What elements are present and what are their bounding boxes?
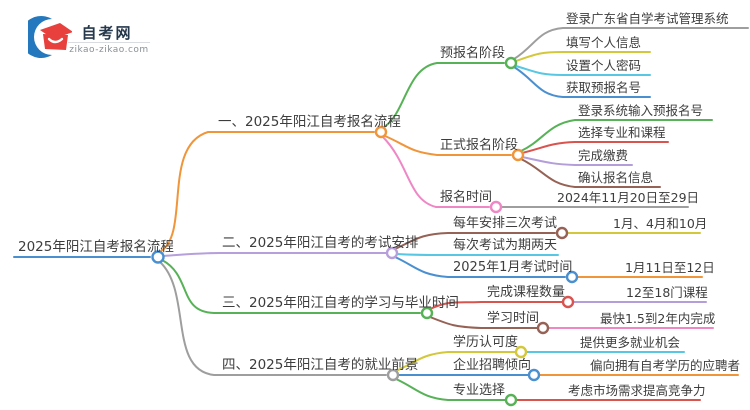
node-b4-major-choice[interactable]: 专业选择 [453,383,506,398]
leaf-b1-login-gd-system[interactable]: 登录广东省自学考试管理系统 [566,11,729,26]
site-logo[interactable]: 自考网 zikao-zikao.com [28,12,150,60]
leaf-b1-pay-fee[interactable]: 完成缴费 [578,148,629,163]
node-b4-recognition[interactable]: 学历认可度 [453,335,519,350]
leaf-b1-fill-info[interactable]: 填写个人信息 [566,35,642,50]
value-b3-duration[interactable]: 最快1.5到2年内完成 [600,311,716,326]
node-b2-two-days[interactable]: 每次考试为期两天 [453,238,558,253]
graduation-cap-icon [28,16,72,58]
leaf-b1-confirm-info[interactable]: 确认报名信息 [578,170,654,185]
logo-domain: zikao-zikao.com [69,45,149,55]
value-b2-exam-months[interactable]: 1月、4月和10月 [613,216,708,231]
leaf-b1-set-password[interactable]: 设置个人密码 [566,58,642,73]
value-b1-reg-dates[interactable]: 2024年11月20日至29日 [557,190,700,205]
value-b4-competitiveness[interactable]: 考虑市场需求提高竞争力 [568,383,706,398]
node-b3-course-count[interactable]: 完成课程数量 [487,285,566,300]
value-b4-preference[interactable]: 偏向拥有自考学历的应聘者 [590,358,741,373]
leaf-b1-choose-major[interactable]: 选择专业和课程 [578,125,666,140]
logo-divider [68,42,150,43]
node-b3-study-time[interactable]: 学习时间 [487,311,540,326]
node-b4-hiring-tendency[interactable]: 企业招聘倾向 [453,358,532,373]
logo-title: 自考网 [81,24,133,42]
node-b2-jan-exam-time[interactable]: 2025年1月考试时间 [453,260,573,275]
node-root[interactable]: 2025年阳江自考报名流程 [18,239,174,255]
node-b1-formal-stage[interactable]: 正式报名阶段 [440,138,519,153]
leaf-b1-enter-prereg-number[interactable]: 登录系统输入预报名号 [578,103,704,118]
node-branch-2[interactable]: 二、2025年阳江自考的考试安排 [222,235,419,251]
node-b1-reg-time[interactable]: 报名时间 [440,190,493,205]
node-branch-3[interactable]: 三、2025年阳江自考的学习与毕业时间 [222,295,459,311]
leaf-b1-get-prereg-number[interactable]: 获取预报名号 [566,80,642,95]
value-b3-course-count[interactable]: 12至18门课程 [626,285,708,300]
node-b1-prereg-stage[interactable]: 预报名阶段 [440,46,506,61]
value-b4-job-chances[interactable]: 提供更多就业机会 [580,335,681,350]
node-branch-1[interactable]: 一、2025年阳江自考报名流程 [218,114,401,130]
node-branch-4[interactable]: 四、2025年阳江自考的就业前景 [222,357,419,373]
node-b2-three-exams[interactable]: 每年安排三次考试 [453,216,558,231]
value-b2-jan-dates[interactable]: 1月11日至12日 [625,260,715,275]
